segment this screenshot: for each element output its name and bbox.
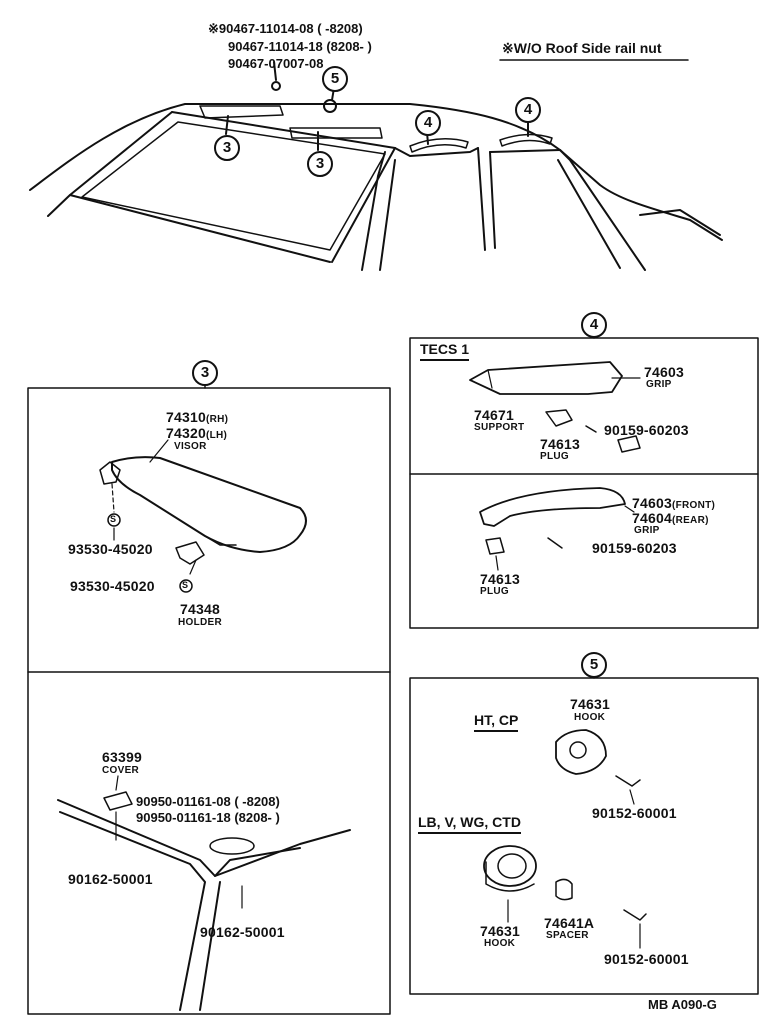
cover-number: 63399	[102, 749, 142, 765]
callout-3-right: 3	[307, 151, 333, 177]
section3-callout: 3	[192, 360, 218, 386]
section4-box	[409, 333, 759, 629]
grip2-label: GRIP	[634, 525, 660, 536]
hook-label: HOOK	[574, 712, 606, 723]
nut-part-line-1: ※90467-11014-08 ( -8208)	[208, 21, 363, 36]
section5-header-1: HT, CP	[474, 712, 519, 732]
callout-4-right: 4	[515, 97, 541, 123]
plug2-number: 74613	[480, 571, 520, 587]
spacer-label: SPACER	[546, 930, 589, 941]
lamp-part-line-2: 90950-01161-18 (8208- )	[136, 810, 280, 825]
section4-callout: 4	[581, 312, 607, 338]
grip2-front-number: 74603(FRONT)	[632, 495, 716, 511]
hook-screw-2: 90152-60001	[604, 951, 689, 967]
sun-visor-drawing	[99, 439, 307, 593]
holder-label: HOLDER	[178, 617, 223, 628]
section4-box-title: TECS 1	[420, 341, 470, 361]
nut-part-line-3: 90467-07007-08	[228, 56, 324, 71]
holder-number: 74348	[180, 601, 220, 617]
grip-label: GRIP	[646, 379, 672, 390]
screw-s-mark-1: S	[110, 514, 117, 524]
roof-corner-drawing	[57, 775, 351, 1011]
visor-screw-2: 93530-45020	[70, 578, 155, 594]
grip-bolt-2: 90159-60203	[592, 540, 677, 556]
hook2-number: 74631	[480, 923, 520, 939]
support-label: SUPPORT	[474, 422, 525, 433]
visor-number-rh: 74310(RH)	[166, 409, 229, 425]
visor-number-lh: 74320(LH)	[166, 425, 228, 441]
nut-note: ※W/O Roof Side rail nut	[502, 40, 662, 56]
plug2-label: PLUG	[480, 586, 509, 597]
car-roof-illustration	[29, 59, 723, 271]
callout-3-left: 3	[214, 135, 240, 161]
cover-screw-a: 90162-50001	[68, 871, 153, 887]
callout-5-roof: 5	[322, 66, 348, 92]
cover-label: COVER	[102, 765, 140, 776]
visor-screw-1: 93530-45020	[68, 541, 153, 557]
spacer-number: 74641A	[544, 915, 595, 931]
section5-header-2: LB, V, WG, CTD	[418, 814, 521, 834]
grip-drawing-top	[469, 361, 641, 453]
grip-number: 74603	[644, 364, 684, 380]
grip2-rear-number: 74604(REAR)	[632, 510, 709, 526]
grip-drawing-bottom	[479, 487, 635, 571]
lamp-part-line-1: 90950-01161-08 ( -8208)	[136, 794, 280, 809]
plug-number: 74613	[540, 436, 580, 452]
hook-drawing-top	[555, 729, 641, 805]
hook2-label: HOOK	[484, 938, 516, 949]
callout-4-left: 4	[415, 110, 441, 136]
nut-part-line-2: 90467-11014-18 (8208- )	[228, 39, 372, 54]
hook-screw-1: 90152-60001	[592, 805, 677, 821]
screw-s-mark-2: S	[182, 580, 189, 590]
plug-label: PLUG	[540, 451, 569, 462]
support-number: 74671	[474, 407, 514, 423]
grip-bolt-1: 90159-60203	[604, 422, 689, 438]
cover-screw-b: 90162-50001	[200, 924, 285, 940]
hook-number: 74631	[570, 696, 610, 712]
hook-drawing-bottom	[483, 845, 647, 949]
diagram-code: MB A090-G	[648, 997, 717, 1012]
section3-box	[27, 373, 391, 1015]
section5-callout: 5	[581, 652, 607, 678]
visor-label: VISOR	[174, 441, 207, 452]
